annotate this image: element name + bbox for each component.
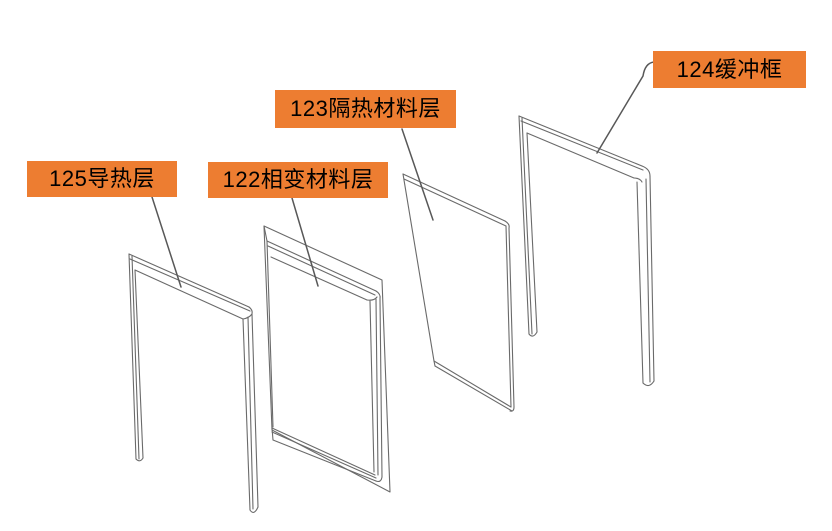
right-leg-outer-edge xyxy=(649,175,655,382)
rail-end-cap-inner xyxy=(633,177,643,183)
label-123-insulation-layer: 123隔热材料层 xyxy=(275,90,456,128)
border-top-outer-edge xyxy=(266,240,377,292)
sheet-right-inner-edge xyxy=(505,225,512,408)
buffer-frame-124 xyxy=(518,115,655,387)
border-left-edge xyxy=(266,240,274,428)
border-bottom-upper-edge xyxy=(271,427,376,476)
left-leg-mid-edge xyxy=(131,255,140,460)
sheet-right-outer-edge xyxy=(508,227,515,408)
rail-thickness-edge xyxy=(520,120,644,171)
sheet-bottomright-cap xyxy=(509,406,515,412)
left-leg-bottom-cap xyxy=(528,331,538,337)
left-leg-inner-edge xyxy=(134,269,144,459)
sheet-top-thickness-edge xyxy=(403,178,507,227)
right-leg-mid-edge xyxy=(645,178,651,383)
sheet-topright-cap xyxy=(504,220,510,229)
corner-connector xyxy=(263,225,268,242)
rail-top-edge xyxy=(518,115,643,167)
right-leg-outer-edge xyxy=(251,313,259,508)
right-leg-inner-edge xyxy=(242,318,251,511)
thermal-layer-frame-125 xyxy=(128,253,259,513)
border-bottomright-cap xyxy=(375,476,383,483)
leader-line-124 xyxy=(596,61,655,154)
leader-line-125 xyxy=(151,196,182,288)
right-leg-bottom-cap xyxy=(642,380,655,387)
border-bottom-mid-edge xyxy=(271,431,377,479)
sheet-bottomleft-cap xyxy=(433,360,436,367)
back-sheet-outline xyxy=(263,225,391,493)
rail-end-cap xyxy=(248,306,253,315)
left-leg-inner-edge xyxy=(526,132,538,333)
left-leg-mid-edge xyxy=(521,117,533,335)
border-topright-cap-inner xyxy=(366,296,378,301)
border-right-mid-edge xyxy=(375,298,379,476)
label-122-phase-change-layer: 122相变材料层 xyxy=(208,162,388,198)
sheet-bottom-upper-edge xyxy=(433,360,512,408)
right-leg-mid-edge xyxy=(247,316,254,510)
left-leg-bottom-cap xyxy=(135,457,144,462)
phase-change-panel-122 xyxy=(263,225,391,493)
left-leg-outer-edge xyxy=(128,253,137,460)
leader-line-122 xyxy=(291,197,319,287)
sheet-left-edge xyxy=(402,173,435,362)
border-right-outer-edge xyxy=(379,298,383,478)
rail-end-cap xyxy=(641,165,651,177)
rail-inner-edge xyxy=(526,132,635,179)
rail-thickness-edge xyxy=(129,258,251,312)
border-bottomleft-cap xyxy=(271,427,274,441)
border-topright-cap xyxy=(375,290,381,300)
border-bottom-lower-edge xyxy=(272,439,377,482)
rail-inner-edge xyxy=(134,269,244,320)
right-leg-bottom-cap xyxy=(249,506,259,513)
left-leg-outer-edge xyxy=(518,115,530,335)
label-125-thermal-layer: 125导热层 xyxy=(27,161,177,197)
label-124-buffer-frame: 124缓冲框 xyxy=(653,51,806,88)
leader-line-123 xyxy=(401,128,434,221)
sheet-top-edge xyxy=(402,173,506,222)
border-top-inner-edge xyxy=(270,256,368,301)
sheet-bottom-lower-edge xyxy=(434,365,513,412)
border-right-inner-edge xyxy=(369,300,375,473)
right-leg-inner-edge xyxy=(636,181,644,384)
border-top-mid-edge xyxy=(267,245,376,296)
insulation-sheet-123 xyxy=(402,173,515,412)
rail-top-edge xyxy=(128,253,250,308)
